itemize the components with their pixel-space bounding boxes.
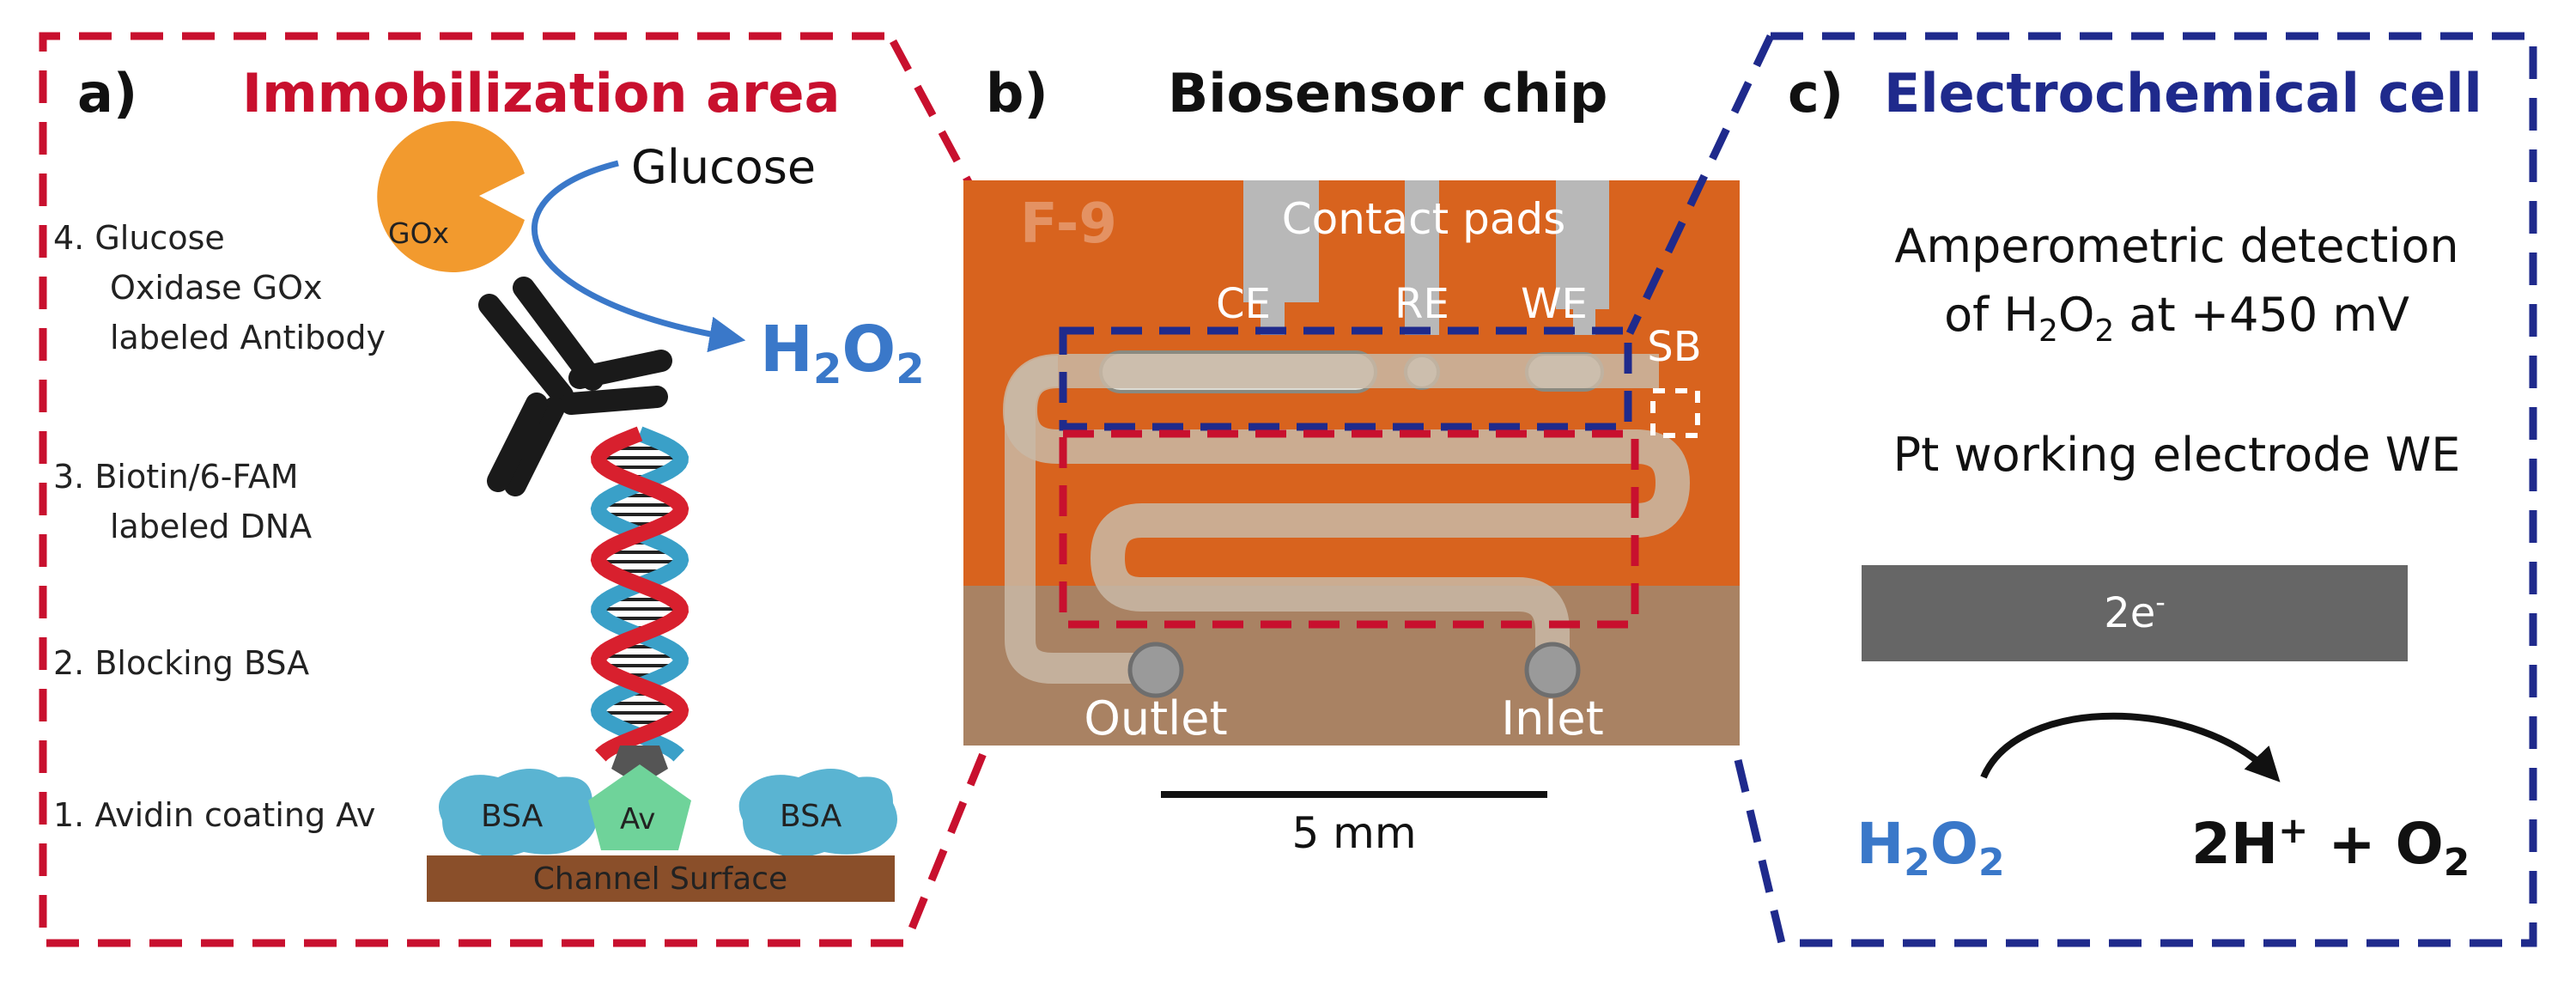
- re-label: RE: [1394, 280, 1449, 328]
- step-4-label: 4. Glucose Oxidase GOx labeled Antibody: [53, 219, 386, 356]
- ce-label: CE: [1216, 280, 1271, 328]
- sb-label: SB: [1647, 323, 1701, 371]
- glucose-label: Glucose: [631, 140, 816, 194]
- outlet-label: Outlet: [1084, 691, 1227, 746]
- contact-pads-label: Contact pads: [1282, 194, 1566, 244]
- sb-marker: [1650, 388, 1700, 438]
- channel-surface: [427, 855, 895, 902]
- inlet-label: Inlet: [1501, 691, 1604, 746]
- dna-helix-icon: [590, 426, 690, 762]
- electrode-area-box: [1059, 326, 1632, 431]
- panel-b-title: Biosensor chip: [1168, 62, 1607, 125]
- pt-electrode-bar: [1862, 565, 2408, 661]
- we-label: WE: [1521, 280, 1588, 328]
- detection-line-2: of H2O2 at +450 mV: [1944, 288, 2409, 349]
- panel-a-title: Immobilization area: [242, 62, 840, 125]
- gox-enzyme-icon: [377, 121, 525, 272]
- avidin-label: Av: [620, 802, 655, 837]
- products-label: 2H+ + O2: [2191, 809, 2470, 885]
- gox-label: GOx: [388, 216, 449, 250]
- zoom-line-blue-top: [1625, 34, 1775, 335]
- panel-c-title: Electrochemical cell: [1884, 62, 2482, 125]
- oxidation-arrow: [1980, 712, 2281, 782]
- bsa-blob-left: [439, 769, 597, 858]
- scale-bar-label: 5 mm: [1291, 808, 1416, 858]
- panel-c-letter: c): [1788, 62, 1844, 125]
- h2o2-product-label: H2O2: [760, 313, 925, 393]
- panel-b-letter: b): [986, 62, 1048, 125]
- reactant-h2o2: H2O2: [1856, 811, 2005, 885]
- avidin-icon: [588, 764, 691, 850]
- panel-a-letter: a): [77, 62, 137, 125]
- step-3-label: 3. Biotin/6-FAM labeled DNA: [53, 458, 312, 545]
- glucose-to-h2o2-arrow: [532, 160, 746, 353]
- antibody-icon: [478, 277, 672, 496]
- bsa-right-label: BSA: [780, 799, 842, 834]
- panel-a-frame: [39, 32, 990, 947]
- step-1-label: 1. Avidin coating Av: [53, 796, 375, 834]
- chip-photo: [963, 180, 1740, 746]
- chip-id-label: F-9: [1020, 192, 1117, 256]
- electrons-label: 2e-: [2104, 586, 2166, 637]
- bsa-blob-right: [738, 769, 897, 858]
- bsa-left-label: BSA: [481, 799, 544, 834]
- detection-line-1: Amperometric detection: [1894, 219, 2458, 273]
- panel-c-frame: [1730, 32, 2537, 947]
- channel-surface-label: Channel Surface: [533, 861, 787, 897]
- zoom-line-red-top: [890, 39, 978, 196]
- step-2-label: 2. Blocking BSA: [53, 644, 309, 682]
- electrode-caption: Pt working electrode WE: [1893, 428, 2461, 482]
